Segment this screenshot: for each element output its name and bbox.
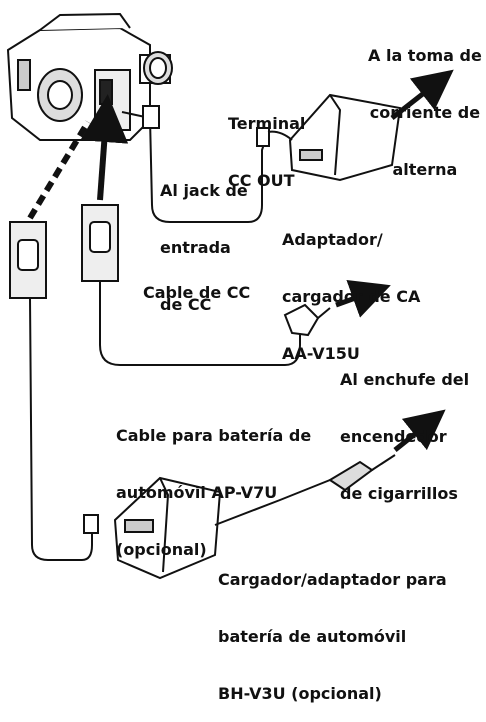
diagram-canvas xyxy=(6,12,454,580)
dc-cable xyxy=(121,105,270,223)
car-charger-label: Cargador/adaptador para batería de autom… xyxy=(218,570,447,703)
cigarette-lighter-arrow-1 xyxy=(335,279,391,318)
cigarette-lighter-arrow-2 xyxy=(393,409,446,452)
car-battery-cable-label: Cable para batería de automóvil AP-V7U (… xyxy=(116,426,312,559)
ac-outlet-label: A la toma de corriente de alterna xyxy=(368,46,482,179)
car-charger-illustration xyxy=(113,454,396,580)
cigarette-lighter-label: Al enchufe del encendedor de cigarrillos xyxy=(340,370,470,503)
cc-out-label: Terminal CC OUT xyxy=(228,114,306,190)
battery-pack-1 xyxy=(9,221,47,299)
ac-outlet-arrow xyxy=(390,69,454,120)
dc-cable-label: Cable de CC xyxy=(143,283,251,302)
car-battery-cable xyxy=(99,281,331,366)
adapter-label: Adaptador/ cargador de CA AA-V15U xyxy=(282,230,421,363)
ac-adapter-illustration xyxy=(267,93,402,182)
connection-diagram: A la toma de corriente de alterna Termin… xyxy=(6,12,482,703)
dc-jack-label: Al jack de entrada de CC xyxy=(160,181,248,314)
battery-attach-arrow xyxy=(80,94,129,201)
battery-attach-dashed-arrow xyxy=(27,120,91,220)
charger-cable xyxy=(29,297,99,561)
battery-pack-2 xyxy=(81,204,119,282)
